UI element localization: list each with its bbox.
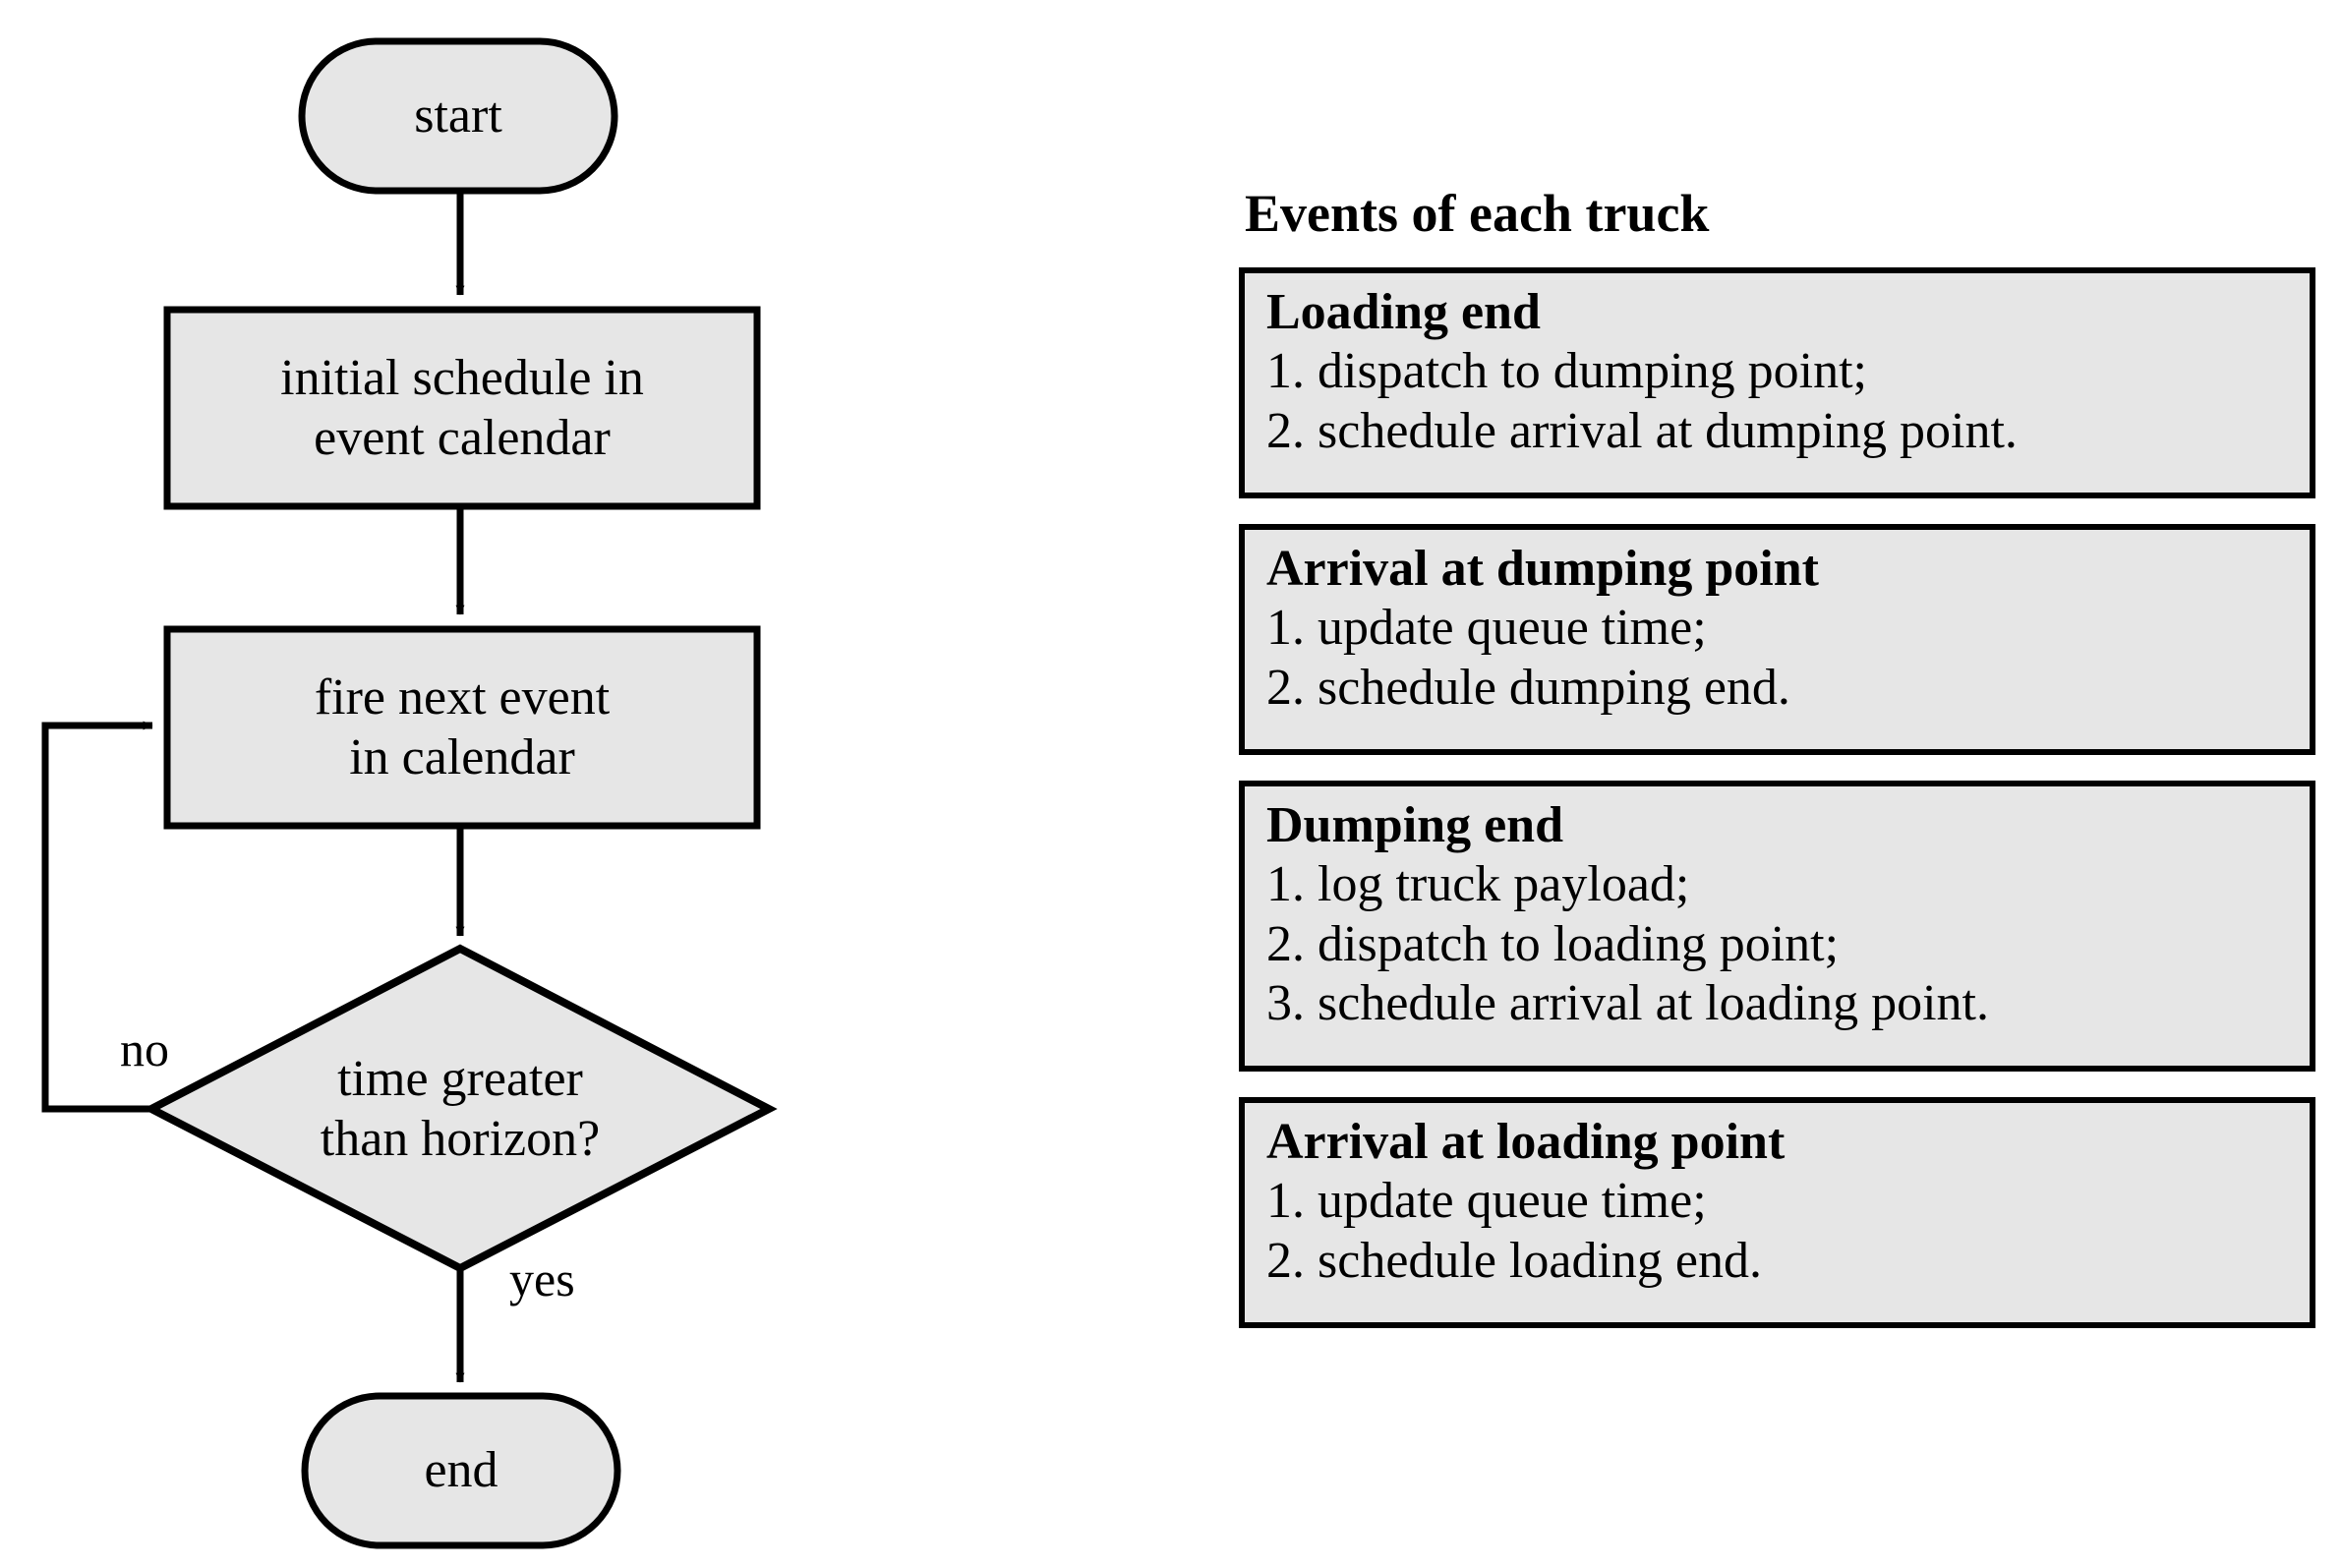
event-box-step: 2. dispatch to loading point; bbox=[1266, 915, 1840, 972]
node-decision-shape bbox=[143, 944, 778, 1273]
events-panel-heading: Events of each truck bbox=[1245, 184, 1710, 243]
event-box-title: Arrival at loading point bbox=[1266, 1114, 1786, 1170]
event-box-step: 2. schedule arrival at dumping point. bbox=[1266, 402, 2018, 459]
node-start-shape bbox=[298, 37, 618, 195]
event-box-step: 3. schedule arrival at loading point. bbox=[1266, 974, 1990, 1031]
edge-label-no: no bbox=[120, 1021, 169, 1076]
edge-label-yes: yes bbox=[509, 1251, 575, 1307]
connector-decision-no-loop bbox=[41, 721, 153, 1113]
event-box-step: 2. schedule dumping end. bbox=[1266, 659, 1790, 716]
node-fire-event-shape bbox=[163, 625, 761, 830]
node-end-shape bbox=[301, 1392, 621, 1549]
event-box-step: 1. update queue time; bbox=[1266, 600, 1707, 657]
event-box-dumping-end: Dumping end 1. log truck payload; 2. dis… bbox=[1239, 781, 2315, 1072]
event-box-loading-end: Loading end 1. dispatch to dumping point… bbox=[1239, 267, 2315, 498]
event-box-title: Arrival at dumping point bbox=[1266, 541, 1819, 597]
node-initial-schedule-shape bbox=[163, 306, 761, 510]
event-box-arrival-at-dumping-point: Arrival at dumping point 1. update queue… bbox=[1239, 524, 2315, 755]
event-box-step: 2. schedule loading end. bbox=[1266, 1232, 1762, 1289]
event-box-title: Dumping end bbox=[1266, 797, 1563, 853]
event-box-arrival-at-loading-point: Arrival at loading point 1. update queue… bbox=[1239, 1097, 2315, 1328]
event-box-step: 1. update queue time; bbox=[1266, 1173, 1707, 1230]
event-box-title: Loading end bbox=[1266, 284, 1541, 340]
events-panel: Events of each truck Loading end 1. disp… bbox=[1239, 187, 2315, 1354]
event-box-step: 1. log truck payload; bbox=[1266, 856, 1690, 913]
event-box-step: 1. dispatch to dumping point; bbox=[1266, 343, 1867, 400]
